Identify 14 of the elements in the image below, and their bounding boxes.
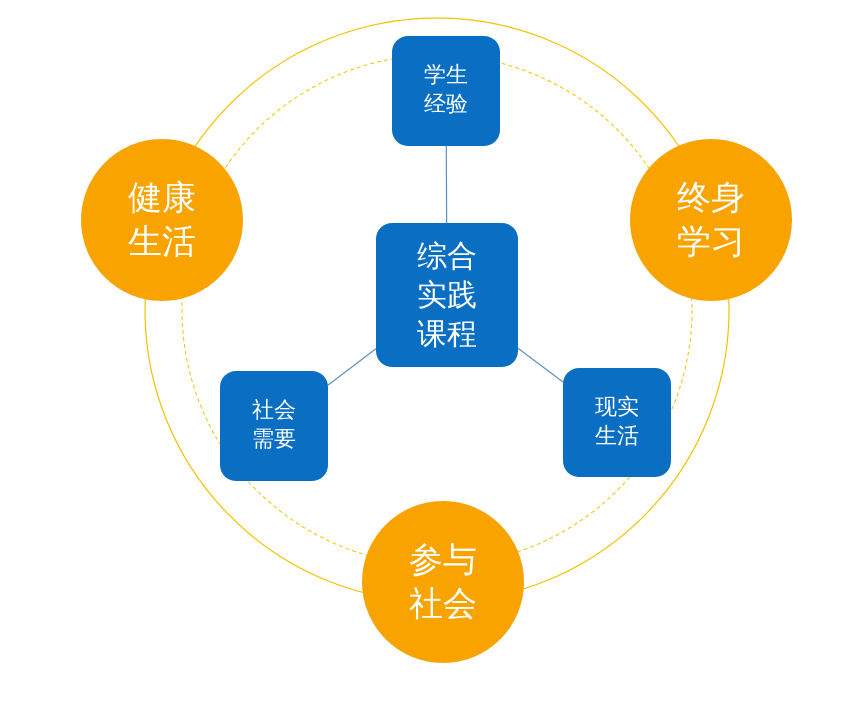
node-label: 社会需要 [251,397,297,454]
connector-line [446,146,448,223]
node-label: 综合实践课程 [416,238,478,354]
connector-line [328,348,376,386]
center-box [376,223,518,367]
connector-line [518,348,564,382]
node-label: 终身学习 [676,176,746,264]
node-label: 参与社会 [408,538,478,626]
topic-box [563,368,671,477]
node-label: 学生经验 [423,62,469,119]
topic-box [220,371,328,481]
node-label: 现实生活 [594,394,640,450]
node-label: 健康生活 [127,176,197,264]
topic-box [392,36,500,146]
